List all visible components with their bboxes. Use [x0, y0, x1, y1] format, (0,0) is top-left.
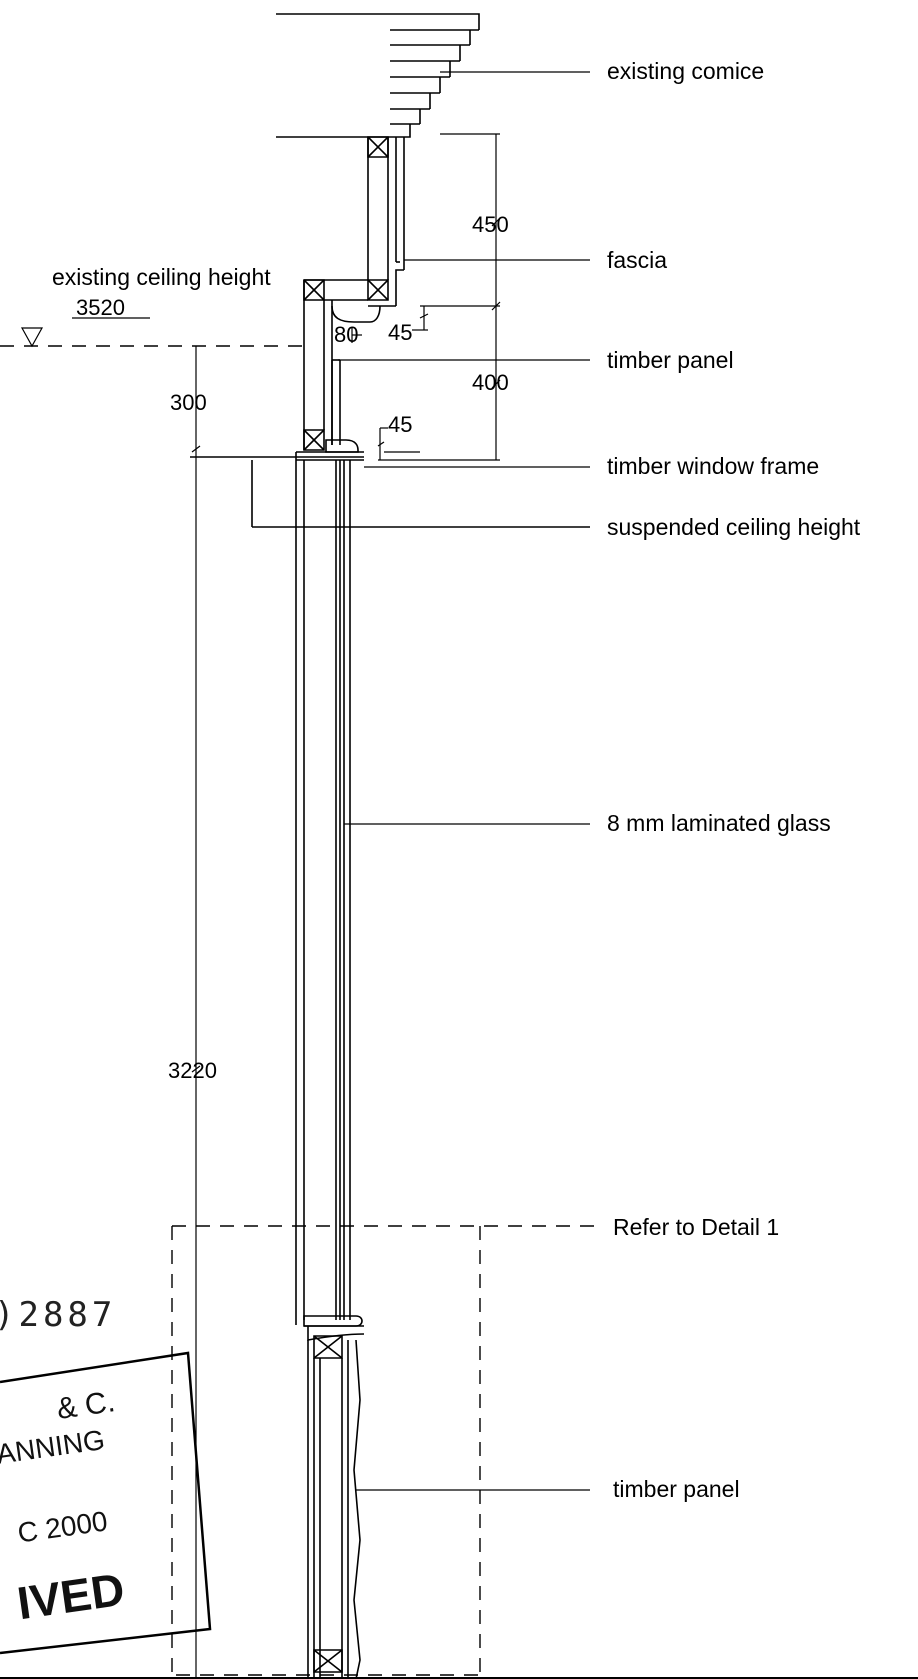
label-existing-ceiling-height: existing ceiling height [52, 264, 271, 290]
fascia-box [304, 137, 404, 306]
lower-panel [308, 1336, 360, 1679]
window-head [190, 452, 364, 460]
stamp-box [0, 1353, 210, 1653]
label-timber-panel-top: timber panel [607, 347, 734, 373]
leader-lines [338, 72, 590, 1490]
label-fascia: fascia [607, 247, 667, 273]
dim-80: 80 [334, 322, 358, 347]
timber-panel-box [304, 280, 380, 452]
dim-ceiling-level: 3520 [76, 295, 125, 320]
dim-400: 400 [472, 370, 509, 395]
label-timber-panel-bottom: timber panel [613, 1476, 740, 1502]
dim-45-lower: 45 [388, 412, 412, 437]
window-frame-verticals [296, 460, 350, 1325]
dim-45-upper: 45 [388, 320, 412, 345]
label-refer-detail: Refer to Detail 1 [613, 1214, 779, 1240]
dashed-lines [0, 346, 596, 1679]
label-laminated-glass: 8 mm laminated glass [607, 810, 831, 836]
stamp-line1: & C. [55, 1385, 117, 1426]
dimension-lines [22, 134, 500, 1679]
existing-cornice [276, 14, 479, 137]
stamp-line2: ANNING [0, 1424, 107, 1470]
dim-3220: 3220 [168, 1058, 217, 1083]
label-timber-window-frame: timber window frame [607, 453, 819, 479]
label-suspended-ceiling-height: suspended ceiling height [607, 514, 861, 540]
stamp-text: & C. ANNING C 2000 IVED [0, 1385, 128, 1629]
dim-450: 450 [472, 212, 509, 237]
label-existing-cornice: existing comice [607, 58, 764, 84]
suspended-ceiling [252, 460, 590, 527]
stamp-number: )2887 [0, 1295, 116, 1335]
dim-300: 300 [170, 390, 207, 415]
stamp-line4: IVED [14, 1563, 128, 1629]
stamp-line3: C 2000 [16, 1505, 110, 1548]
